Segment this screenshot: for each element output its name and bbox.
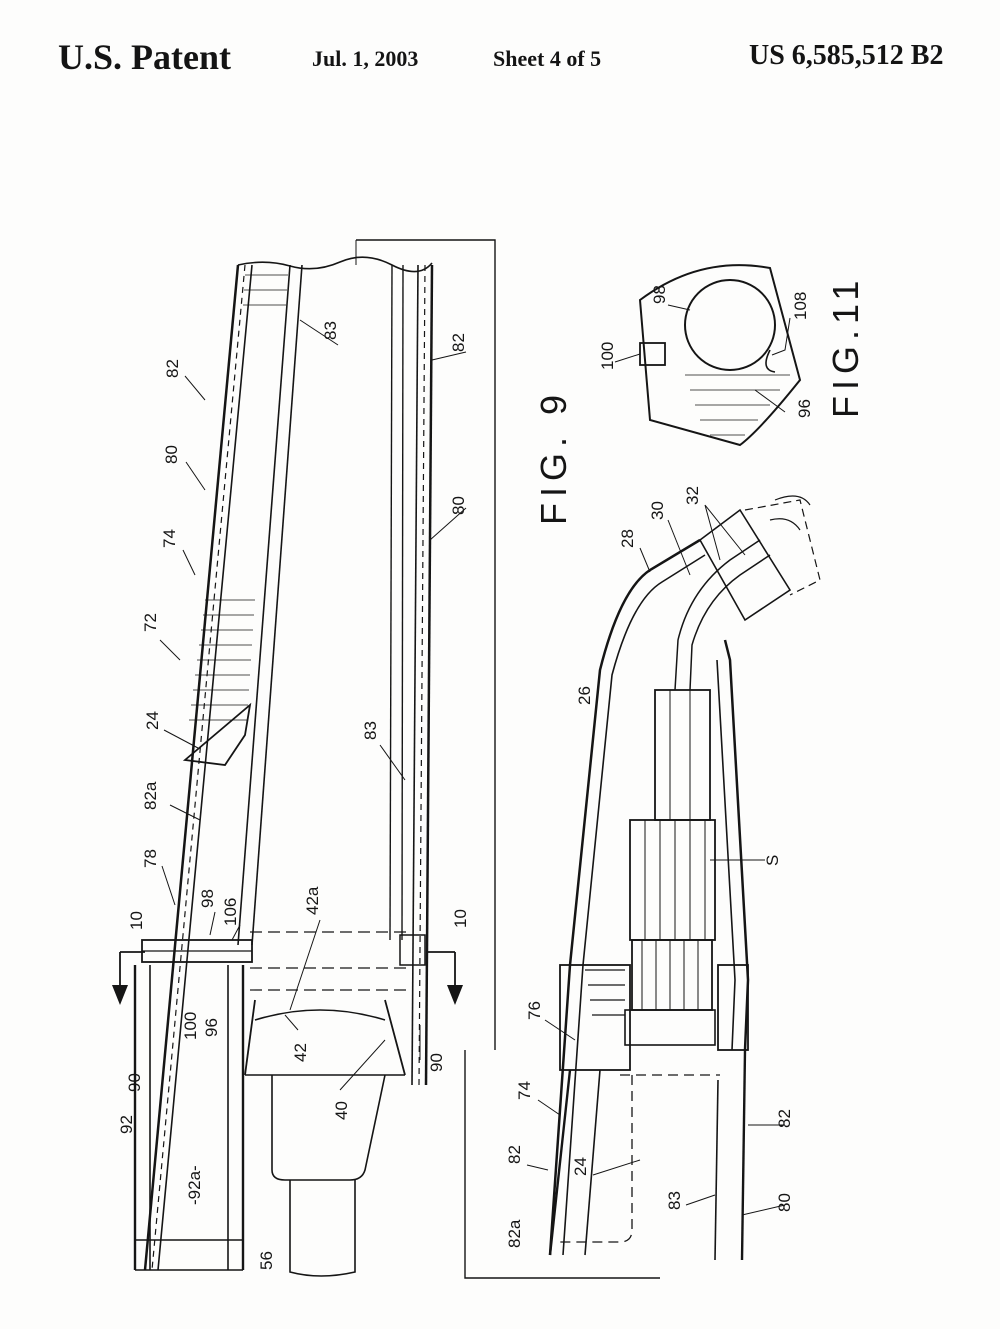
label-106: 106 xyxy=(221,898,240,926)
label-42a: 42a xyxy=(303,886,322,915)
label-24-bottom: 24 xyxy=(571,1157,590,1176)
patent-number: US 6,585,512 B2 xyxy=(749,40,944,71)
label-40: 40 xyxy=(332,1101,351,1120)
label-82-bottom-right: 82 xyxy=(775,1109,794,1128)
label-82-bottom: 82 xyxy=(505,1145,524,1164)
label-74-bottom: 74 xyxy=(515,1081,534,1100)
label-98-fig11: 98 xyxy=(650,285,669,304)
patent-date: Jul. 1, 2003 xyxy=(312,46,419,71)
label-80-top: 80 xyxy=(162,445,181,464)
label-96-main: 96 xyxy=(202,1018,221,1037)
fig11-caption: FIG.11 xyxy=(825,275,866,418)
label-83-mid: 83 xyxy=(361,721,380,740)
sheet-number: Sheet 4 of 5 xyxy=(493,46,602,71)
label-80-bottom: 80 xyxy=(775,1193,794,1212)
label-32: 32 xyxy=(683,486,702,505)
label-82-top: 82 xyxy=(163,359,182,378)
fig11-drawing xyxy=(638,264,802,447)
label-82-right: 82 xyxy=(449,333,468,352)
label-92: 92 xyxy=(117,1115,136,1134)
label-83-bottom: 83 xyxy=(665,1191,684,1210)
label-10-right: 10 xyxy=(451,909,470,928)
label-90-right: 90 xyxy=(427,1053,446,1072)
label-80-right: 80 xyxy=(449,496,468,515)
label-24-top: 24 xyxy=(143,711,162,730)
label-30: 30 xyxy=(648,501,667,520)
label-83-top: 83 xyxy=(321,321,340,340)
label-72: 72 xyxy=(141,613,160,632)
label-100-fig11: 100 xyxy=(598,342,617,370)
label-82a-bottom: 82a xyxy=(505,1219,524,1248)
fig9-caption: FIG. 9 xyxy=(533,389,574,525)
label-S: S xyxy=(763,855,782,866)
label-90-left: 90 xyxy=(125,1073,144,1092)
fig9-nozzle-drawing xyxy=(548,495,821,1261)
reference-numerals: 82 80 74 72 24 82a 78 98 106 10 100 96 9… xyxy=(117,285,814,1270)
label-42: 42 xyxy=(291,1043,310,1062)
label-78: 78 xyxy=(141,849,160,868)
label-10-left: 10 xyxy=(127,911,146,930)
label-82a-top: 82a xyxy=(141,781,160,810)
label-28: 28 xyxy=(618,529,637,548)
leader-lines xyxy=(159,304,791,1216)
label-56: 56 xyxy=(257,1251,276,1270)
label-100-main: 100 xyxy=(181,1012,200,1040)
label-74-top: 74 xyxy=(160,529,179,548)
label-26: 26 xyxy=(575,686,594,705)
patent-title: U.S. Patent xyxy=(58,37,231,77)
fig9-tube-drawing xyxy=(112,239,660,1279)
label-108: 108 xyxy=(791,292,810,320)
label-92a: -92a- xyxy=(185,1165,204,1205)
label-98-main: 98 xyxy=(198,889,217,908)
label-76: 76 xyxy=(525,1001,544,1020)
label-96-fig11: 96 xyxy=(795,399,814,418)
